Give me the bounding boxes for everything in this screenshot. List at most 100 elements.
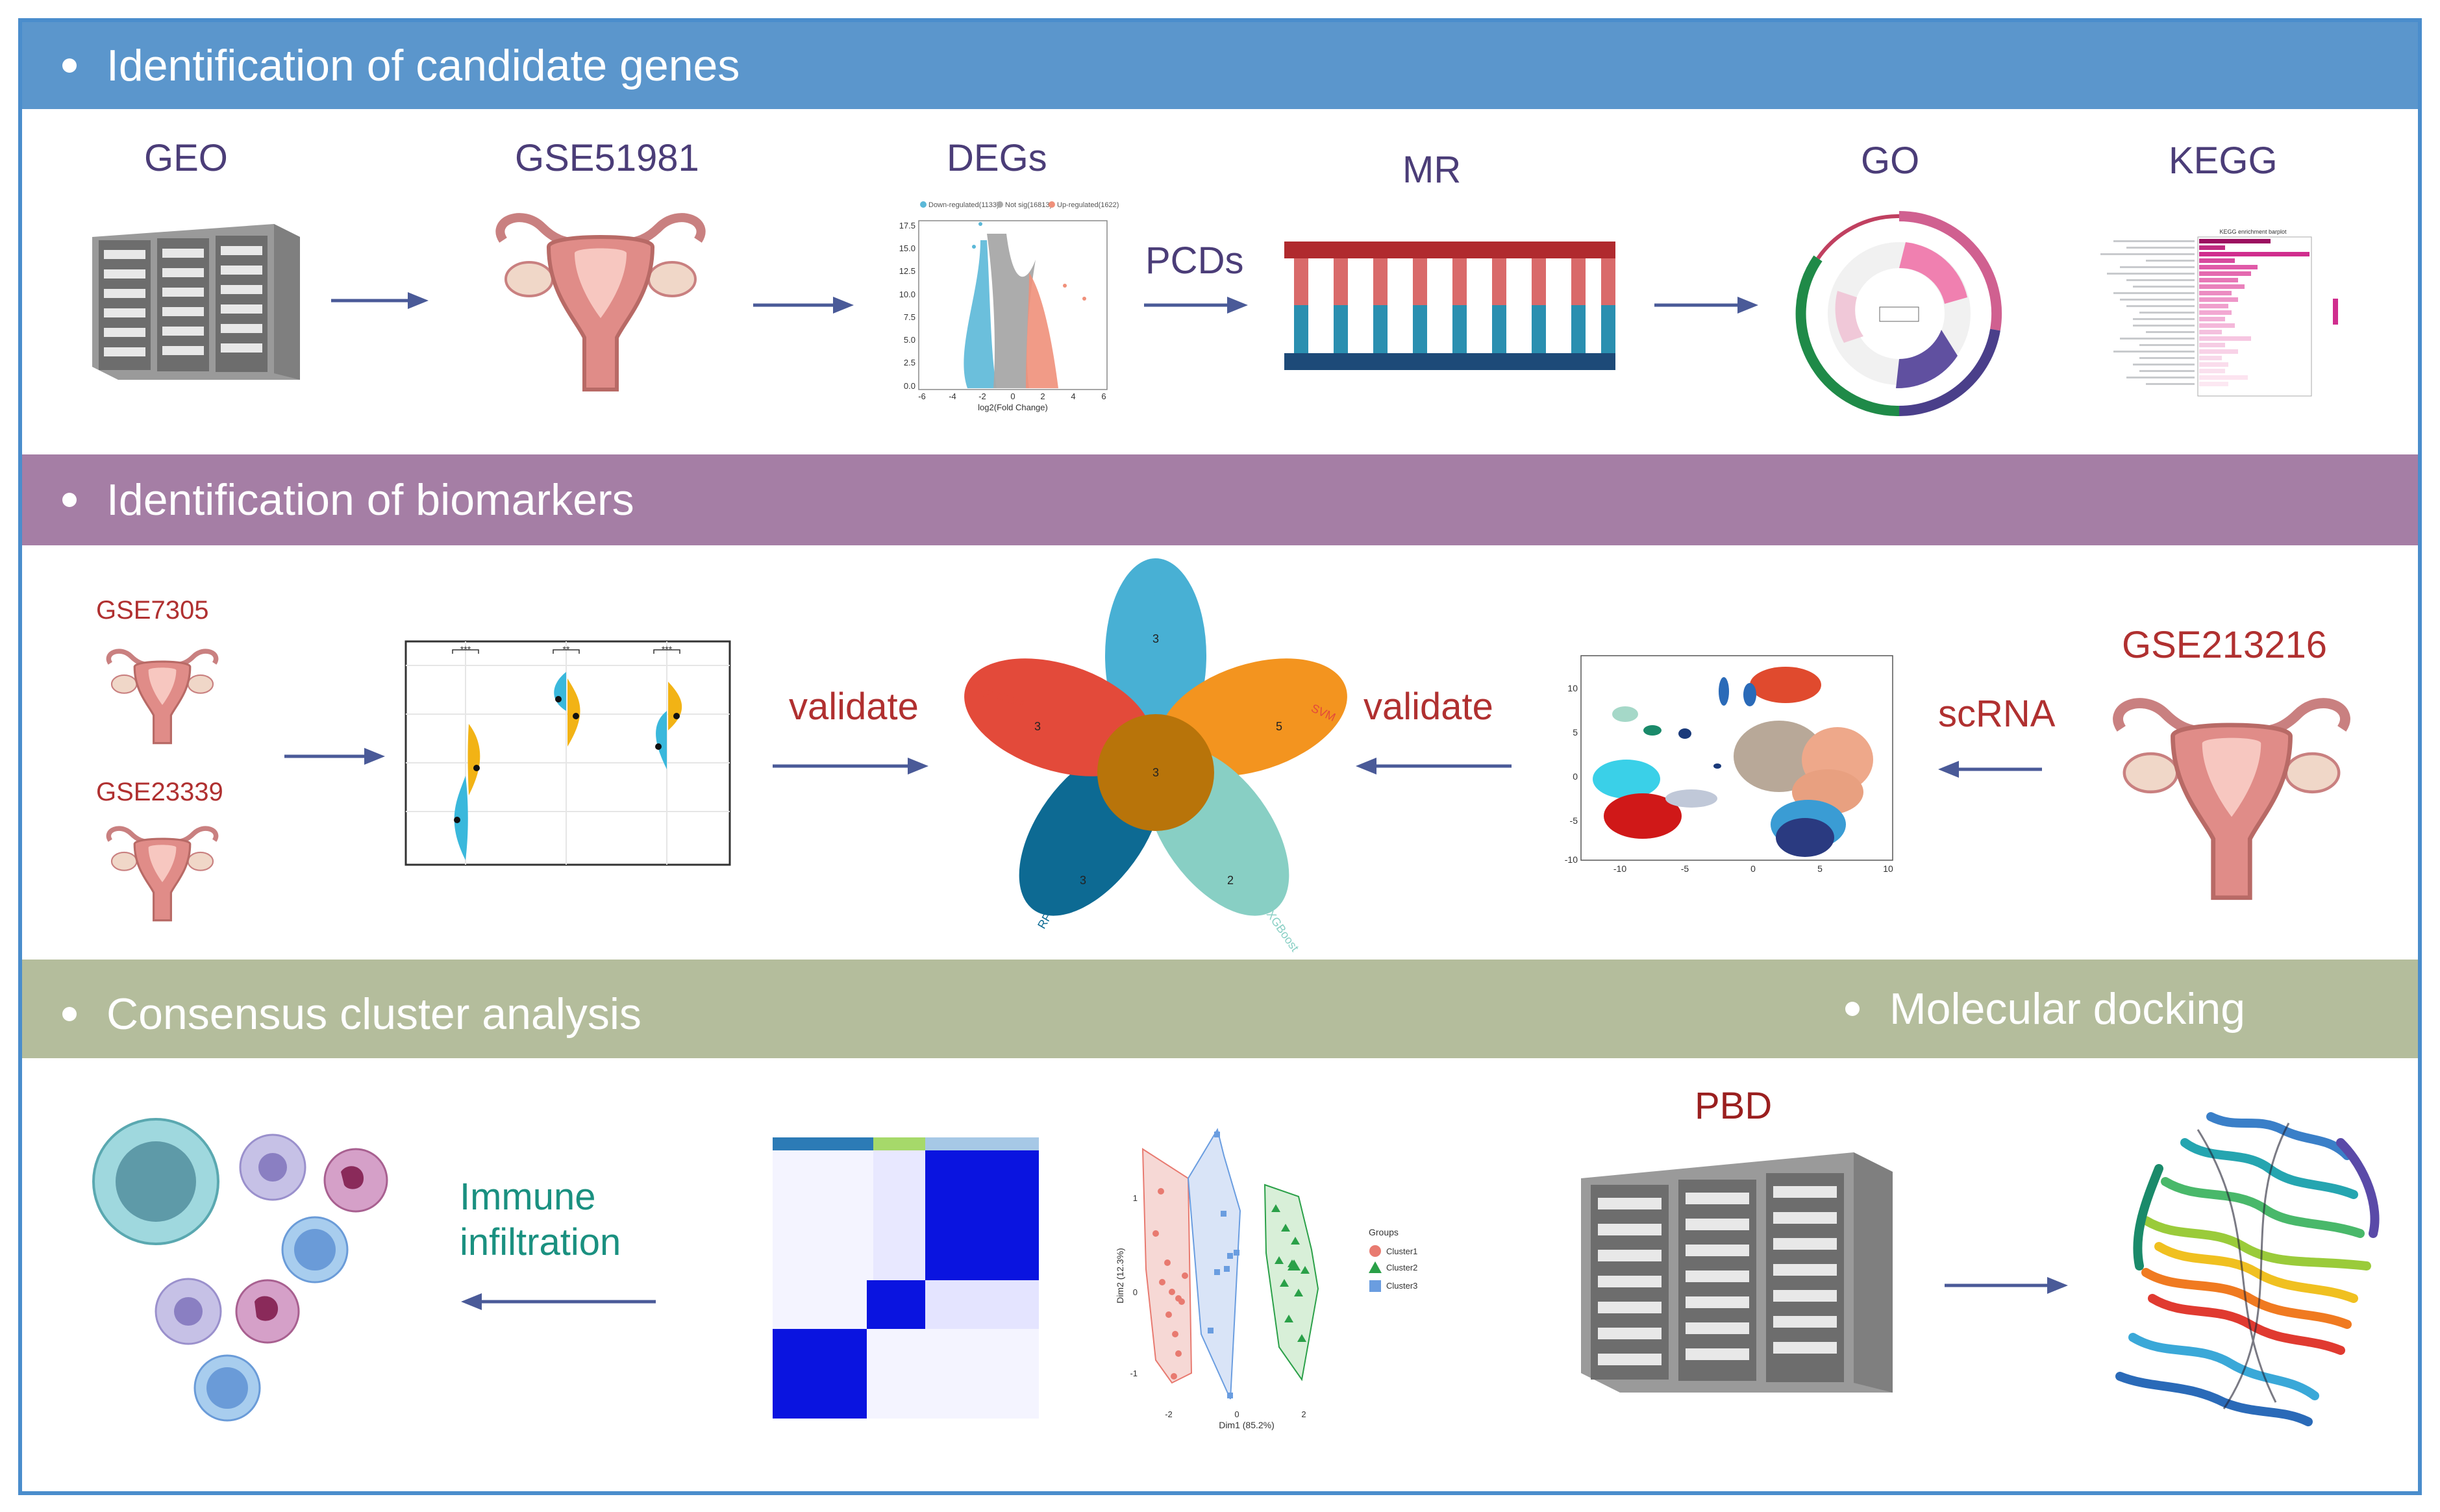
pca-ytick: -1 bbox=[1130, 1369, 1138, 1378]
label-gse51981: GSE51981 bbox=[515, 137, 699, 179]
volcano-ytick: 17.5 bbox=[899, 221, 915, 230]
venn-label-xgboost: XGBoost bbox=[1264, 908, 1302, 954]
pca-xtick: 0 bbox=[1234, 1409, 1239, 1419]
venn-flower-diagram: 3 5 2 3 3 3 GBDT SVM XGBoost RF LightGBM bbox=[964, 558, 1347, 954]
pca-cluster-plot: Dim2 (12.3%) Dim1 (85.2%) 1 0 -1 -2 0 2 … bbox=[1115, 1128, 1417, 1430]
label-gse7305: GSE7305 bbox=[96, 596, 209, 625]
arrow-left-icon bbox=[461, 1293, 656, 1310]
umap-xtick: 0 bbox=[1750, 863, 1756, 874]
kegg-title: KEGG enrichment barplot bbox=[2219, 229, 2287, 235]
volcano-ytick: 5.0 bbox=[904, 335, 915, 345]
umap-plot: 10 5 0 -5 -10 -10 -5 0 5 10 bbox=[1565, 655, 1893, 874]
arrow-right-icon bbox=[331, 292, 429, 309]
volcano-ytick: 7.5 bbox=[904, 312, 915, 322]
significance-label: ** bbox=[563, 644, 570, 654]
volcano-legend-notsig: Not sig(16813) bbox=[1005, 201, 1052, 209]
label-gse213216: GSE213216 bbox=[2122, 624, 2328, 666]
protein-structure-icon bbox=[2115, 1112, 2380, 1426]
pca-legend-cluster3: Cluster3 bbox=[1386, 1281, 1417, 1291]
umap-xtick: -5 bbox=[1681, 863, 1689, 874]
umap-xtick: -10 bbox=[1613, 863, 1626, 874]
label-geo: GEO bbox=[144, 137, 228, 179]
bullet-icon bbox=[62, 493, 77, 507]
arrow-left-icon bbox=[1938, 761, 2042, 778]
volcano-xtick: -6 bbox=[918, 391, 926, 401]
pca-legend-title: Groups bbox=[1369, 1227, 1399, 1237]
volcano-ytick: 15.0 bbox=[899, 243, 915, 253]
mr-ladder-diagram bbox=[1284, 242, 1615, 370]
volcano-ytick: 0.0 bbox=[904, 381, 915, 391]
consensus-heatmap bbox=[773, 1137, 1039, 1419]
umap-ytick: 5 bbox=[1573, 727, 1578, 737]
volcano-xtick: 2 bbox=[1040, 391, 1045, 401]
bullet-icon bbox=[1845, 1002, 1860, 1016]
pca-ytick: 1 bbox=[1133, 1193, 1138, 1203]
venn-count-rf: 3 bbox=[1080, 874, 1086, 887]
pca-legend-cluster2: Cluster2 bbox=[1386, 1263, 1417, 1272]
section-title: Identification of biomarkers bbox=[106, 475, 634, 525]
arrow-right-icon bbox=[753, 297, 854, 314]
volcano-ytick: 2.5 bbox=[904, 358, 915, 367]
volcano-ytick: 12.5 bbox=[899, 266, 915, 276]
volcano-xtick: -2 bbox=[978, 391, 986, 401]
label-pcds: PCDs bbox=[1145, 240, 1244, 282]
umap-ytick: -5 bbox=[1570, 815, 1578, 826]
go-circos-plot bbox=[1795, 211, 2002, 417]
volcano-xtick: 6 bbox=[1101, 391, 1106, 401]
section-title: Identification of candidate genes bbox=[106, 41, 740, 90]
volcano-xtick: 0 bbox=[1010, 391, 1015, 401]
label-infiltration: infiltration bbox=[460, 1221, 621, 1263]
bullet-icon bbox=[62, 58, 77, 73]
pca-xtick: -2 bbox=[1165, 1409, 1173, 1419]
pca-xlabel: Dim1 (85.2%) bbox=[1219, 1420, 1275, 1430]
server-rack-icon bbox=[1581, 1152, 1893, 1393]
section-title: Molecular docking bbox=[1889, 984, 2246, 1034]
label-degs: DEGs bbox=[947, 137, 1047, 179]
pca-legend-cluster1: Cluster1 bbox=[1386, 1246, 1417, 1256]
venn-count-svm: 5 bbox=[1276, 720, 1282, 733]
umap-xtick: 10 bbox=[1883, 863, 1893, 874]
volcano-xtick: 4 bbox=[1071, 391, 1075, 401]
volcano-ytick: 10.0 bbox=[899, 290, 915, 299]
umap-ytick: 10 bbox=[1567, 683, 1578, 693]
kegg-barplot: KEGG enrichment barplot bbox=[2100, 229, 2338, 397]
uterus-icon-small bbox=[106, 826, 219, 922]
label-go: GO bbox=[1861, 140, 1920, 182]
immune-cells-illustration bbox=[92, 1118, 388, 1422]
umap-ytick: 0 bbox=[1573, 771, 1578, 782]
label-kegg: KEGG bbox=[2169, 140, 2278, 182]
uterus-icon bbox=[2113, 698, 2350, 900]
significance-label: *** bbox=[662, 644, 673, 654]
section-band-consensus-docking: Consensus cluster analysis Molecular doc… bbox=[22, 960, 2418, 1058]
label-immune: Immune bbox=[460, 1176, 596, 1218]
pca-xtick: 2 bbox=[1301, 1409, 1306, 1419]
uterus-icon-small bbox=[106, 649, 219, 745]
outer-frame bbox=[18, 18, 2422, 1495]
umap-xtick: 5 bbox=[1817, 863, 1823, 874]
arrow-right-icon bbox=[1945, 1277, 2068, 1294]
server-rack-icon bbox=[92, 224, 300, 380]
volcano-legend-down: Down-regulated(1133) bbox=[928, 201, 999, 209]
pca-ytick: 0 bbox=[1133, 1287, 1138, 1297]
venn-count-xgboost: 2 bbox=[1227, 874, 1234, 887]
violin-plot: *** ** *** bbox=[405, 640, 731, 866]
label-gse23339: GSE23339 bbox=[96, 778, 223, 806]
label-scrna: scRNA bbox=[1938, 693, 2056, 735]
venn-label-gbdt: GBDT bbox=[1152, 565, 1165, 597]
bullet-icon bbox=[62, 1007, 77, 1021]
volcano-xlabel: log2(Fold Change) bbox=[978, 403, 1048, 412]
arrow-left-icon bbox=[1356, 758, 1512, 775]
venn-count-center: 3 bbox=[1152, 766, 1159, 779]
arrow-right-icon bbox=[773, 758, 928, 775]
venn-count-lightgbm: 3 bbox=[1034, 720, 1041, 733]
label-pbd: PBD bbox=[1695, 1085, 1773, 1127]
uterus-icon bbox=[495, 213, 706, 391]
volcano-xtick: -4 bbox=[949, 391, 956, 401]
section-band-candidate-genes: Identification of candidate genes bbox=[22, 22, 2418, 109]
umap-ytick: -10 bbox=[1565, 854, 1578, 865]
arrow-right-icon bbox=[284, 748, 385, 765]
label-validate-right: validate bbox=[1363, 686, 1493, 728]
volcano-plot: Down-regulated(1133) Not sig(16813) Up-r… bbox=[899, 201, 1119, 412]
arrow-right-icon bbox=[1144, 297, 1248, 314]
significance-label: *** bbox=[460, 644, 471, 654]
